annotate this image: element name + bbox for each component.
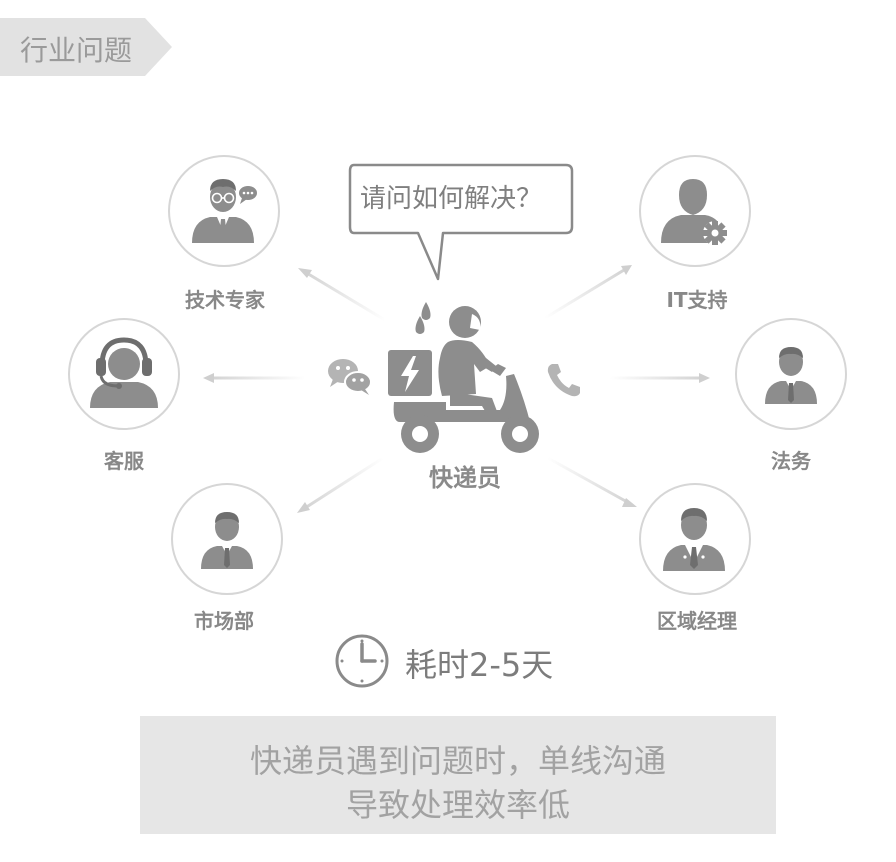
arrow-to-expert <box>298 268 386 322</box>
arrow-to-marketing <box>297 456 384 513</box>
marketing-person-icon <box>201 512 253 569</box>
arrow-to-regional-manager <box>547 456 637 507</box>
clock-icon <box>335 634 389 688</box>
role-node-marketing <box>171 483 283 595</box>
courier-scooter-icon <box>388 302 539 453</box>
arrow-to-it-support <box>544 265 632 320</box>
duration-text: 耗时2-5天 <box>405 646 554 684</box>
banner-shape <box>0 18 172 76</box>
role-label-marketing: 市场部 <box>194 609 254 633</box>
summary-line-1: 快递员遇到问题时，单线沟通 <box>249 742 666 780</box>
role-node-customer-service <box>68 318 180 430</box>
summary-line-2: 导致处理效率低 <box>345 786 570 824</box>
role-node-regional-manager <box>639 483 751 595</box>
phone-icon <box>547 364 580 397</box>
question-bubble <box>348 163 574 281</box>
headset-agent-icon <box>90 337 158 408</box>
role-label-it-support: IT支持 <box>666 288 728 312</box>
role-node-expert <box>168 155 280 267</box>
legal-person-icon <box>765 347 817 404</box>
role-label-regional-manager: 区域经理 <box>657 609 737 633</box>
courier-label: 快递员 <box>429 464 501 492</box>
arrow-to-legal <box>610 373 710 383</box>
summary-box: 快递员遇到问题时，单线沟通 导致处理效率低 <box>140 716 776 834</box>
it-support-icon <box>661 179 727 245</box>
role-label-customer-service: 客服 <box>104 449 144 473</box>
role-node-legal <box>735 318 847 430</box>
arrow-to-customer-service <box>203 373 305 383</box>
question-bubble-text: 请问如何解决？ <box>360 184 543 214</box>
wechat-icon <box>328 359 372 395</box>
expert-icon <box>192 179 257 243</box>
section-banner: 行业问题 <box>0 18 172 76</box>
role-node-it-support <box>639 155 751 267</box>
banner-title: 行业问题 <box>20 34 133 67</box>
role-label-legal: 法务 <box>771 449 811 473</box>
manager-icon <box>663 508 725 571</box>
role-label-expert: 技术专家 <box>185 288 265 312</box>
